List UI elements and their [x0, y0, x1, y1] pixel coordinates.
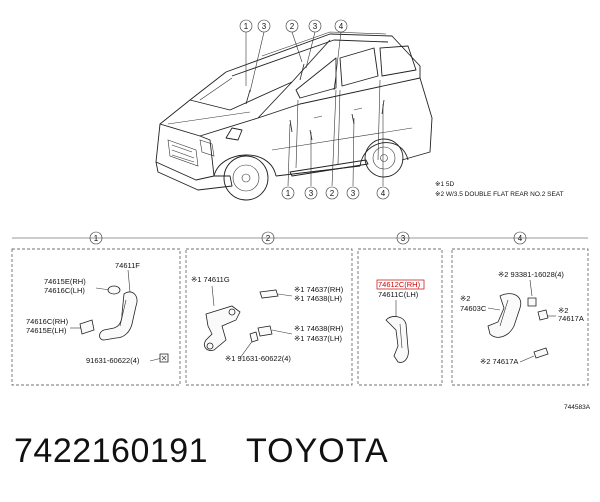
- assist-grip-part: [204, 305, 241, 351]
- callout-bottom-2[interactable]: 2: [325, 186, 339, 200]
- callout-top-3b[interactable]: 3: [308, 19, 322, 33]
- svg-text:1: 1: [286, 189, 291, 198]
- screw-part-c: [527, 297, 537, 307]
- panel-header-3[interactable]: 3: [396, 231, 410, 245]
- svg-text:1: 1: [94, 234, 99, 243]
- svg-text:4: 4: [381, 189, 386, 198]
- callout-top-2[interactable]: 2: [285, 19, 299, 33]
- callout-bottom-3b[interactable]: 3: [346, 186, 360, 200]
- label-91631-60622-b: ※1 91631-60622(4): [225, 354, 291, 363]
- callout-bottom-3[interactable]: 3: [304, 186, 318, 200]
- highlight-box: [376, 279, 425, 290]
- callout-bottom-4[interactable]: 4: [376, 186, 390, 200]
- label-74611G: ※1 74611G: [191, 275, 230, 284]
- grip-handle-part: [99, 291, 138, 341]
- label-note2-b: ※2: [558, 306, 568, 315]
- pillar-grip-part: [385, 316, 409, 363]
- label-74617A: 74617A: [558, 314, 584, 323]
- label-74615E-RH: 74615E(RH): [44, 277, 86, 286]
- panel-header-2[interactable]: 2: [261, 231, 275, 245]
- callout-bottom-1[interactable]: 1: [281, 186, 295, 200]
- svg-text:3: 3: [313, 22, 318, 31]
- brand-name: TOYOTA: [246, 432, 389, 470]
- label-74615E-LH: 74615E(LH): [26, 326, 67, 335]
- callout-top-4[interactable]: 4: [334, 19, 348, 33]
- svg-text:2: 2: [290, 22, 295, 31]
- cover-upper-part: [259, 289, 279, 299]
- panel-2: ※1 74611G ※1 74637(RH) ※1 74638(LH) ※1 7…: [185, 248, 353, 386]
- screw-part-b: [249, 331, 259, 343]
- top-callout-leaders: [245, 31, 342, 93]
- label-74612C-RH: 74612C(RH): [378, 280, 421, 289]
- callout-top-3[interactable]: 3: [257, 19, 271, 33]
- cap-part-c: [537, 309, 549, 321]
- label-91631-60622: 91631-60622(4): [86, 356, 140, 365]
- part-number: 7422160191: [14, 432, 209, 470]
- label-note2-a: ※2: [460, 294, 470, 303]
- bottom-callout-leaders: [287, 89, 384, 187]
- note-2: ※2 W/3.5 DOUBLE FLAT REAR NO.2 SEAT: [435, 191, 564, 198]
- diagram-code: 744583A: [564, 404, 591, 411]
- cap-upper-part: [107, 285, 121, 295]
- note-1: ※1 5D: [435, 181, 454, 188]
- svg-text:2: 2: [266, 234, 271, 243]
- callout-top-1[interactable]: 1: [239, 19, 253, 33]
- cap-part-d: [533, 347, 549, 359]
- panel-3: 74612C(RH) 74611C(LH): [357, 248, 443, 386]
- svg-text:4: 4: [339, 22, 344, 31]
- label-74638-RH: ※1 74638(RH): [294, 324, 344, 333]
- panel-1: 74611F 74615E(RH) 74616C(LH) 74616C(RH) …: [11, 248, 181, 386]
- label-74603C: 74603C: [460, 304, 487, 313]
- cap-lower-part: [79, 319, 95, 335]
- label-74611F: 74611F: [115, 261, 140, 270]
- label-74637-RH: ※1 74637(RH): [294, 285, 344, 294]
- label-74611C-LH: 74611C(LH): [378, 290, 419, 299]
- label-74617A-b: ※2 74617A: [480, 357, 518, 366]
- svg-text:3: 3: [262, 22, 267, 31]
- label-74638-LH: ※1 74638(LH): [294, 294, 342, 303]
- label-93381-16028: ※2 93381-16028(4): [498, 270, 564, 279]
- svg-text:3: 3: [309, 189, 314, 198]
- top-callouts: 1 3 2 3 4: [239, 19, 348, 33]
- svg-text:3: 3: [351, 189, 356, 198]
- panel-4: ※2 93381-16028(4) ※2 74603C ※2 74617A ※2…: [451, 248, 589, 386]
- svg-text:2: 2: [330, 189, 335, 198]
- label-74616C-LH: 74616C(LH): [44, 286, 85, 295]
- svg-text:4: 4: [518, 234, 523, 243]
- panel-header-1[interactable]: 1: [89, 231, 103, 245]
- svg-text:1: 1: [244, 22, 249, 31]
- vehicle-illustration: [155, 31, 433, 201]
- panel-header-4[interactable]: 4: [513, 231, 527, 245]
- cover-lower-part: [257, 325, 273, 337]
- rear-grip-part: [487, 293, 522, 338]
- label-74616C-RH: 74616C(RH): [26, 317, 69, 326]
- panel-headers: 1 2 3 4: [12, 231, 588, 245]
- bottom-callouts: 1 3 2 3 4: [281, 186, 390, 200]
- notes: ※1 5D ※2 W/3.5 DOUBLE FLAT REAR NO.2 SEA…: [435, 181, 564, 198]
- label-74637-LH: ※1 74637(LH): [294, 334, 342, 343]
- svg-text:3: 3: [401, 234, 406, 243]
